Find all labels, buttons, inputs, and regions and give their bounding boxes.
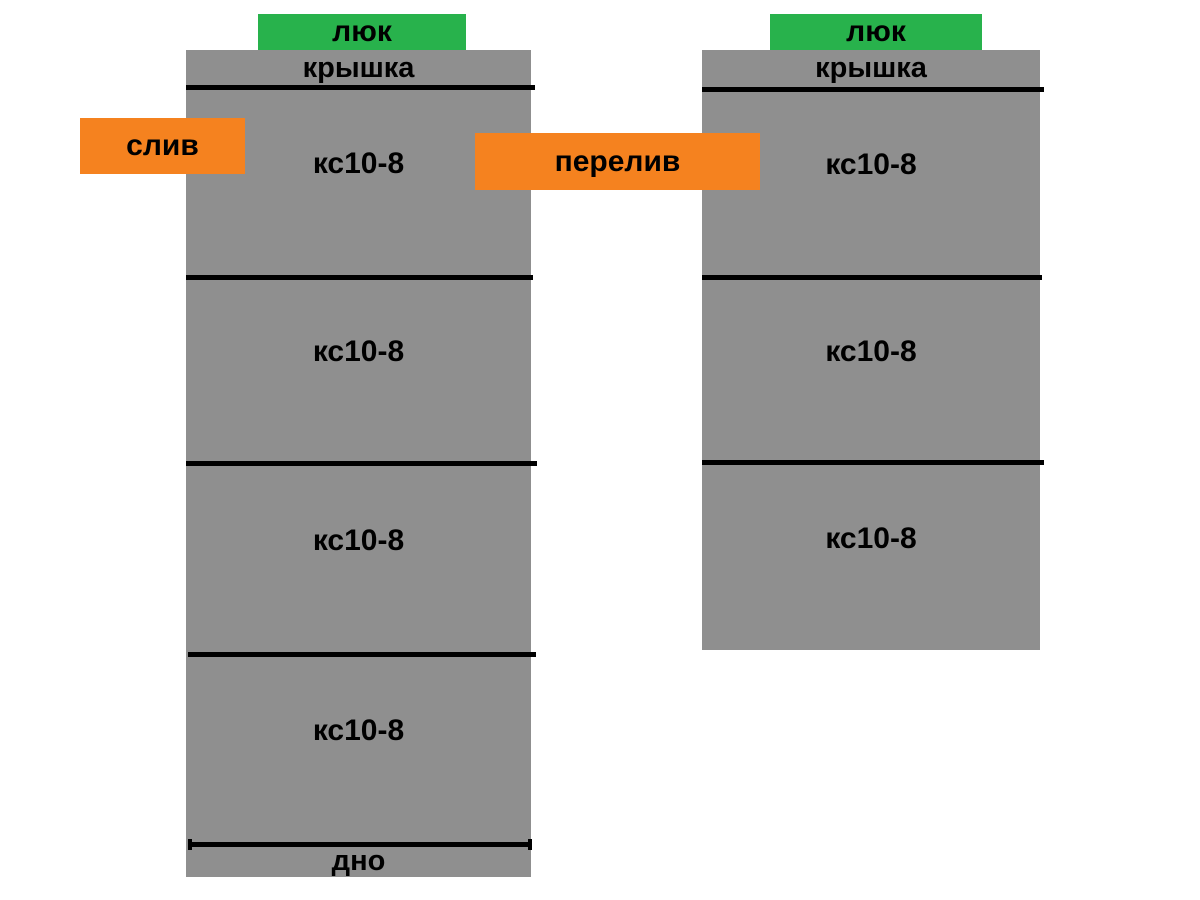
ring-label: кс10-8: [312, 147, 405, 180]
left-well-hatch-label: люк: [332, 15, 392, 48]
left-joint-line-3: [186, 461, 537, 466]
left-well-bottom-label: дно: [331, 844, 386, 877]
overflow-pipe-label: перелив: [554, 144, 681, 178]
right-ring-segment-3: кс10-8: [702, 460, 1040, 650]
left-joint-line-4: [188, 652, 536, 657]
left-ring-segment-4: кс10-8: [186, 652, 531, 842]
ring-label: кс10-8: [825, 522, 917, 555]
ring-label: кс10-8: [312, 714, 405, 747]
right-well-hatch: люк: [770, 14, 982, 50]
left-well-bottom: дно: [186, 845, 531, 877]
left-well-cover: крышка: [186, 51, 531, 85]
right-well-cover-label: крышка: [815, 51, 927, 84]
right-well-hatch-label: люк: [846, 15, 906, 48]
ring-label: кс10-8: [312, 335, 405, 368]
right-joint-line-2: [702, 275, 1042, 280]
left-well-hatch: люк: [258, 14, 466, 50]
drain-pipe-label: слив: [126, 129, 199, 162]
overflow-pipe: перелив: [475, 133, 760, 190]
left-ring-segment-3: кс10-8: [186, 461, 531, 652]
ring-label: кс10-8: [825, 148, 917, 181]
ring-label: кс10-8: [312, 523, 405, 557]
left-joint-line-1: [186, 85, 535, 90]
right-ring-segment-2: кс10-8: [702, 275, 1040, 460]
left-bottom-line: [188, 839, 532, 850]
right-joint-line-3: [702, 460, 1044, 465]
left-ring-segment-1: кс10-8: [186, 85, 531, 275]
right-ring-segment-1: кс10-8: [702, 87, 1040, 275]
right-joint-line-1: [702, 87, 1044, 92]
left-well-cover-label: крышка: [302, 51, 415, 84]
left-joint-line-2: [186, 275, 533, 280]
right-well-cover: крышка: [702, 51, 1040, 85]
drain-pipe: слив: [80, 118, 245, 174]
ring-label: кс10-8: [825, 334, 917, 368]
left-ring-segment-2: кс10-8: [186, 275, 531, 461]
